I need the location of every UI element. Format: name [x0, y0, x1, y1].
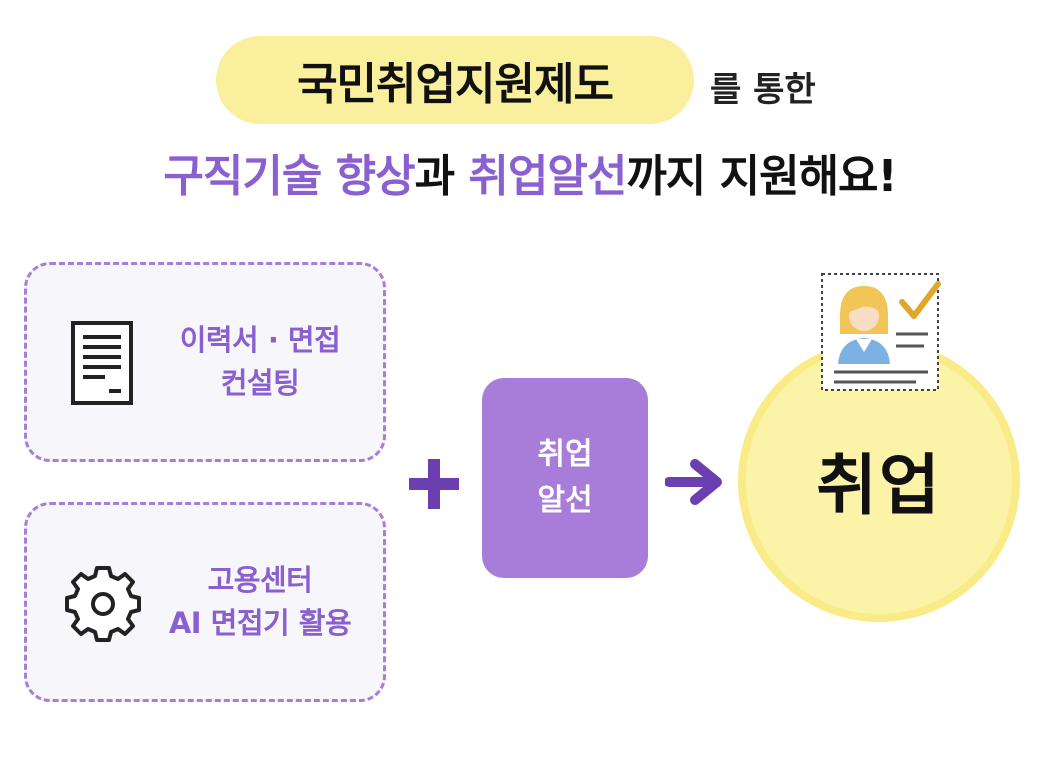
arrow-right-icon [665, 459, 722, 505]
plus-icon [409, 459, 459, 509]
title-pill: 국민취업지원제도 [216, 36, 694, 124]
service-label-consulting: 이력서 · 면접 컨설팅 [147, 265, 373, 459]
service-line: 컨설팅 [220, 366, 300, 400]
gear-icon [65, 566, 141, 642]
employment-circle [738, 340, 1020, 622]
title-suffix: 를 통한 [710, 70, 816, 110]
service-box-ai-interview: 고용센터 AI 면접기 활용 [24, 502, 386, 702]
job-placement-box: 취업 알선 [482, 378, 648, 578]
placement-line: 취업 [537, 436, 593, 472]
subtitle-highlight-skills: 구직기술 향상 [163, 151, 415, 202]
subtitle: 구직기술 향상과 취업알선까지 지원해요! [0, 140, 1060, 204]
subtitle-highlight-placement: 취업알선 [468, 151, 627, 202]
resume-photo-icon [821, 273, 941, 391]
header: 국민취업지원제도 를 통한 [0, 28, 1060, 138]
placement-line: 알선 [537, 483, 593, 518]
service-label-ai-interview: 고용센터 AI 면접기 활용 [147, 505, 373, 699]
service-line: 고용센터 [207, 562, 313, 597]
service-box-consulting: 이력서 · 면접 컨설팅 [24, 262, 386, 462]
service-line: 이력서 · 면접 [179, 322, 341, 357]
page-title: 국민취업지원제도 [297, 59, 614, 110]
subtitle-connector: 과 [414, 151, 469, 202]
document-icon [71, 321, 133, 405]
service-line: AI 면접기 활용 [168, 606, 352, 640]
subtitle-tail: 까지 지원해요! [626, 151, 897, 202]
employment-label: 취업 [816, 447, 942, 524]
